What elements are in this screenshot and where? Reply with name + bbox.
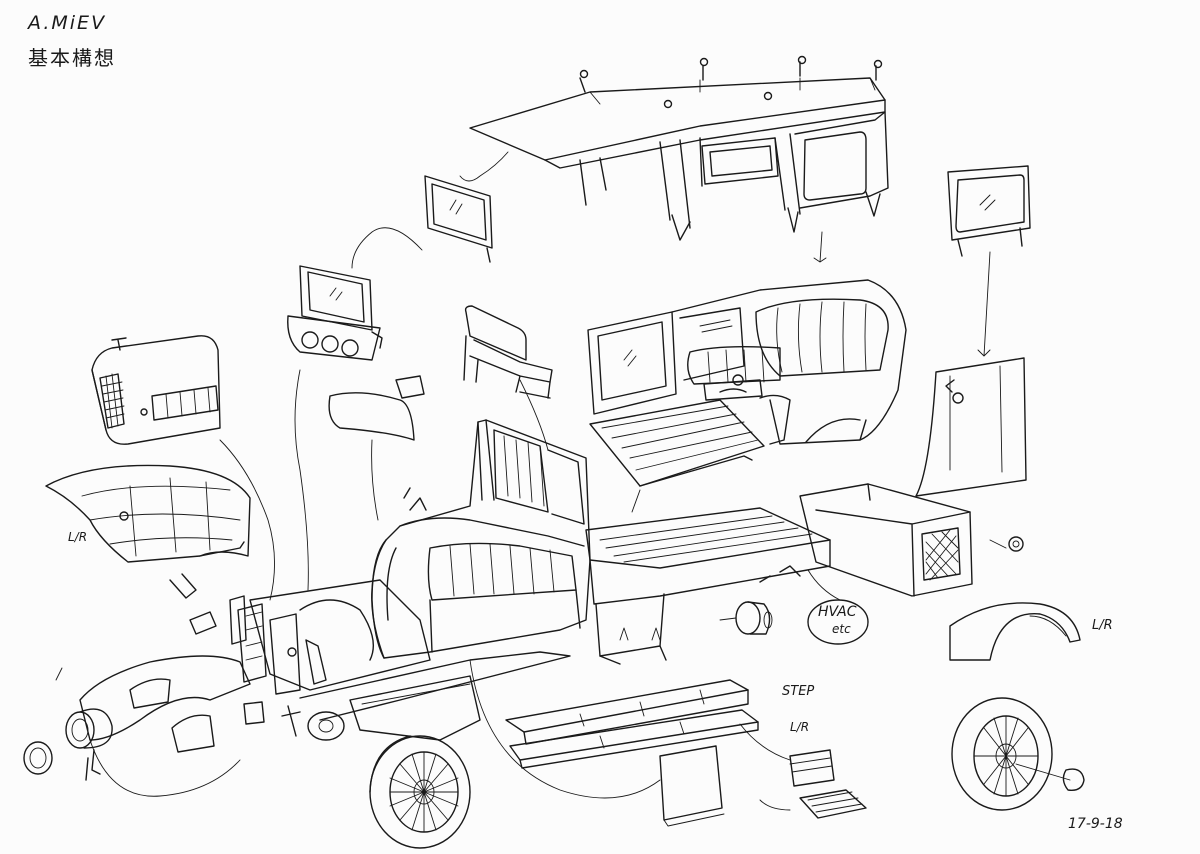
front-seat-chair xyxy=(463,305,553,399)
label-front-fender-lr: L/R xyxy=(68,530,88,544)
label-etc: etc xyxy=(832,622,851,636)
rear-cabin-bench xyxy=(587,279,907,487)
rear-body-panel xyxy=(915,357,1027,497)
front-fender-left xyxy=(45,464,251,563)
title-concept: 基本構想 xyxy=(28,46,116,70)
label-step-lr: L/R xyxy=(790,720,810,734)
rear-side-window xyxy=(947,165,1031,257)
chassis-frame xyxy=(169,573,571,741)
cowl-trim xyxy=(328,375,425,441)
cargo-deck xyxy=(585,507,831,665)
front-wheel xyxy=(369,735,471,849)
rear-wheel xyxy=(951,697,1085,811)
rear-fender-right xyxy=(949,602,1081,661)
front-lower-panels xyxy=(79,655,265,753)
title-model-name: A.MiEV xyxy=(28,12,107,34)
hood-bonnet xyxy=(91,335,221,445)
headlamp xyxy=(23,708,113,781)
sketch-date: 17-9-18 xyxy=(1068,816,1123,832)
step-brackets xyxy=(789,749,867,819)
label-hvac: HVAC xyxy=(818,604,857,620)
door-window-frame xyxy=(424,175,493,263)
assembly-guide-curves xyxy=(55,151,1007,811)
dashboard-windshield xyxy=(287,265,383,361)
label-step: STEP xyxy=(782,684,815,699)
main-body-tub xyxy=(371,419,591,659)
label-rear-fender-lr: L/R xyxy=(1092,618,1113,633)
motor-drum xyxy=(719,599,869,645)
upper-cabin-frame xyxy=(579,111,889,241)
hvac-unit xyxy=(799,483,1024,597)
roof-panel xyxy=(469,55,886,169)
door-panel-lower xyxy=(659,745,725,827)
running-board-step xyxy=(505,679,759,769)
